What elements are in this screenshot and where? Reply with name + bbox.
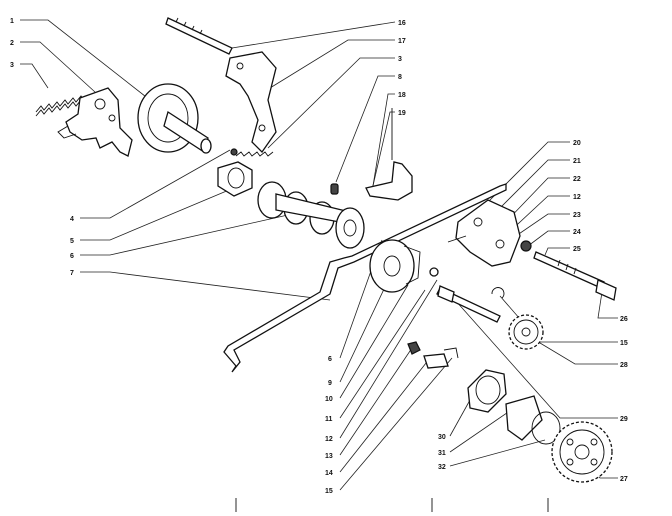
- callout-4: 4: [70, 216, 74, 223]
- callout-28: 28: [620, 362, 628, 369]
- link-rod-part-7: [223, 183, 507, 373]
- cap-part-23: [520, 240, 532, 252]
- callout-25: 25: [573, 246, 581, 253]
- callout-23: 23: [573, 212, 581, 219]
- pin-part-8: [330, 183, 339, 195]
- lever-part-17: [225, 51, 277, 154]
- callout-21: 21: [573, 158, 581, 165]
- bracket-part-2: [57, 87, 133, 157]
- bracket-part-18: [365, 108, 413, 201]
- page-marks: [235, 498, 549, 512]
- camshaft-part-6: [257, 181, 365, 249]
- spacer-part-14: [423, 347, 459, 369]
- callout-19: 19: [398, 110, 406, 117]
- clip-part-15: [491, 287, 505, 299]
- washer-part-11: [429, 267, 439, 277]
- shaft-part-25: [533, 251, 605, 289]
- callout-31: 31: [438, 450, 446, 457]
- callout-20: 20: [573, 140, 581, 147]
- callout-22: 22: [573, 176, 581, 183]
- spring-part-3: [35, 95, 85, 117]
- plate-part-20: [447, 199, 521, 267]
- callout-11: 11: [325, 416, 333, 423]
- callout-5: 5: [70, 238, 74, 245]
- nut-part-26: [595, 279, 617, 301]
- gear-part-27: [551, 421, 613, 483]
- callout-6: 6: [70, 253, 74, 260]
- callout-16: 16: [398, 20, 406, 27]
- callout-29: 29: [620, 416, 628, 423]
- callout-15: 15: [620, 340, 628, 347]
- ring-part-32: [531, 411, 561, 445]
- callout-27: 27: [620, 476, 628, 483]
- collar-part-5: [217, 161, 253, 197]
- rod-part-16: [165, 17, 233, 55]
- callout-labels: 1 2 3 16 17 3 8 18 19 4 5 6 7 20 21 22 1…: [10, 18, 628, 495]
- callout-8: 8: [398, 74, 402, 81]
- callout-24: 24: [573, 229, 581, 236]
- cam-disc-part-9: [369, 239, 421, 293]
- callout-12: 12: [573, 194, 581, 201]
- callout-26: 26: [620, 316, 628, 323]
- cup-part-30: [467, 369, 507, 413]
- drum-part-1: [137, 83, 212, 154]
- cover-part-31: [505, 395, 543, 441]
- callout-10: 10: [325, 396, 333, 403]
- callout-3: 3: [10, 62, 14, 69]
- callout-3: 3: [398, 56, 402, 63]
- callout-17: 17: [398, 38, 406, 45]
- spring-part-4: [230, 148, 274, 157]
- callout-30: 30: [438, 434, 446, 441]
- callout-7: 7: [70, 270, 74, 277]
- callout-15: 15: [325, 488, 333, 495]
- callout-32: 32: [438, 464, 446, 471]
- callout-12: 12: [325, 436, 333, 443]
- callout-1: 1: [10, 18, 14, 25]
- callout-9: 9: [328, 380, 332, 387]
- callout-18: 18: [398, 92, 406, 99]
- gear-part-28: [508, 314, 544, 350]
- spindle-part-29: [436, 285, 501, 323]
- nut-part-13: [407, 341, 421, 355]
- callout-6: 6: [328, 356, 332, 363]
- callout-14: 14: [325, 470, 333, 477]
- callout-13: 13: [325, 453, 333, 460]
- callout-2: 2: [10, 40, 14, 47]
